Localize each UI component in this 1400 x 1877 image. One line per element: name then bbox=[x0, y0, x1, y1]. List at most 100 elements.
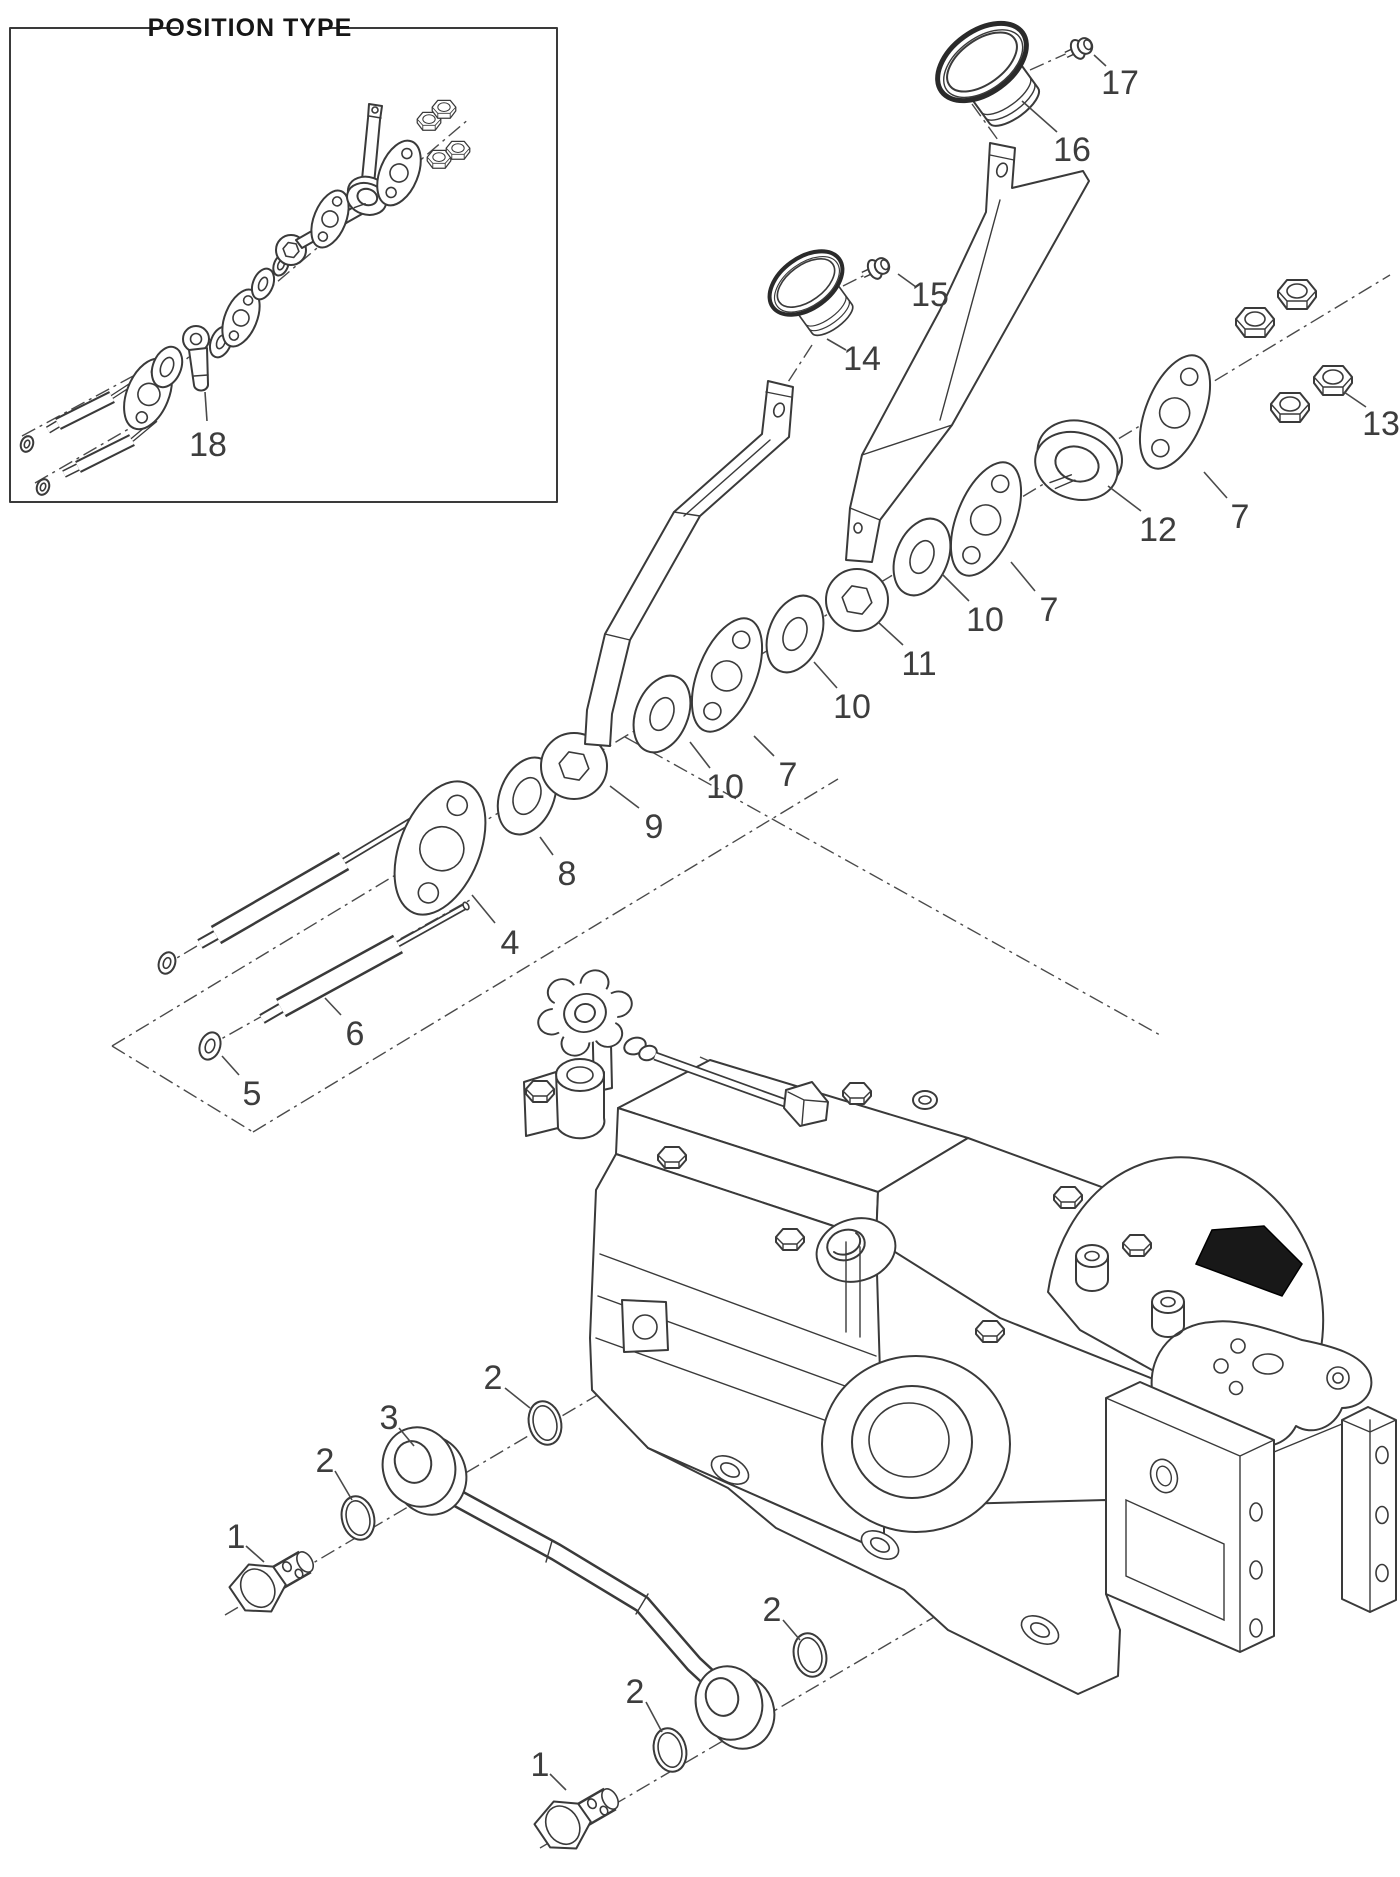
leader-line bbox=[813, 661, 838, 689]
callout-11: 11 bbox=[877, 621, 937, 683]
leader-line bbox=[324, 997, 342, 1016]
callout-2: 2 bbox=[626, 1673, 663, 1733]
oring bbox=[648, 1723, 692, 1777]
leader-line bbox=[1021, 100, 1058, 133]
inset-washer-8 bbox=[150, 345, 184, 389]
knob-14 bbox=[767, 249, 854, 337]
leader-line bbox=[753, 735, 775, 757]
leader-line bbox=[609, 785, 640, 809]
leader-line bbox=[221, 1055, 240, 1076]
inset-washer-10 bbox=[250, 267, 276, 301]
shaded-wedge bbox=[1194, 1225, 1303, 1297]
leader-line bbox=[782, 1619, 801, 1641]
part-number: 17 bbox=[1101, 64, 1139, 102]
leader-line bbox=[877, 621, 904, 646]
leader-line bbox=[826, 338, 847, 351]
leader-line bbox=[941, 573, 970, 602]
callout-7: 7 bbox=[753, 735, 797, 794]
spring-washer-12 bbox=[1034, 419, 1124, 501]
linkage-chain bbox=[157, 279, 1353, 1061]
callout-14: 14 bbox=[826, 338, 881, 378]
banjo-fitting-lower bbox=[694, 1665, 776, 1750]
part-number: 2 bbox=[316, 1442, 335, 1480]
plate-7 bbox=[1124, 344, 1226, 480]
plate-7 bbox=[935, 451, 1037, 587]
hex-nut-13 bbox=[1235, 307, 1275, 338]
screw-15 bbox=[861, 257, 891, 280]
leader-line bbox=[398, 1427, 415, 1447]
callout-2: 2 bbox=[316, 1442, 353, 1501]
plate-7 bbox=[676, 607, 778, 743]
washer-8 bbox=[496, 756, 558, 836]
inset-plate-7 bbox=[376, 139, 422, 207]
part-number: 2 bbox=[763, 1591, 782, 1629]
leader-line bbox=[1343, 391, 1367, 408]
flange-pads bbox=[710, 1455, 1060, 1645]
leader-line bbox=[645, 1701, 663, 1733]
shaft-6 bbox=[259, 901, 470, 1024]
callout-6: 6 bbox=[324, 997, 365, 1053]
part-number: 13 bbox=[1362, 405, 1400, 443]
part-number: 5 bbox=[243, 1075, 262, 1113]
callout-13: 13 bbox=[1343, 391, 1400, 443]
callout-5: 5 bbox=[221, 1055, 262, 1113]
washer-5 bbox=[198, 1031, 222, 1061]
part-number: 18 bbox=[189, 426, 227, 464]
leader-line bbox=[1107, 485, 1142, 512]
oring bbox=[523, 1396, 567, 1450]
part-number: 12 bbox=[1139, 511, 1177, 549]
inset-border bbox=[9, 27, 558, 503]
callout-7: 7 bbox=[1010, 561, 1059, 629]
callout-16: 16 bbox=[1021, 100, 1091, 169]
plate-4 bbox=[393, 780, 487, 916]
leader-line bbox=[689, 741, 711, 769]
banjo-assembly bbox=[228, 1396, 832, 1850]
callout-1: 1 bbox=[227, 1518, 265, 1563]
leader-line bbox=[204, 391, 208, 422]
washer-10 bbox=[621, 666, 703, 762]
part-number: 2 bbox=[626, 1673, 645, 1711]
part-number: 14 bbox=[843, 340, 881, 378]
callout-10: 10 bbox=[813, 661, 871, 726]
part-number: 2 bbox=[484, 1359, 503, 1397]
inset-title: POSITION TYPE bbox=[148, 14, 353, 42]
hex-nut-13 bbox=[1277, 279, 1317, 310]
part-number: 15 bbox=[911, 276, 949, 314]
part-number: 10 bbox=[966, 601, 1004, 639]
part-number: 16 bbox=[1053, 131, 1091, 169]
housing bbox=[523, 969, 1397, 1695]
hex-nut-13 bbox=[1270, 392, 1310, 423]
link-18 bbox=[182, 325, 210, 392]
part-number: 10 bbox=[706, 768, 744, 806]
position-type-inset: POSITION TYPE bbox=[9, 14, 558, 503]
part-number: 7 bbox=[1040, 591, 1059, 629]
leader-line bbox=[549, 1773, 567, 1791]
callout-2: 2 bbox=[763, 1591, 801, 1641]
callout-17: 17 bbox=[1093, 54, 1139, 102]
inset-plate-7 bbox=[310, 189, 350, 249]
leader-line bbox=[1093, 54, 1107, 67]
lever-9 bbox=[540, 380, 794, 800]
callout-9: 9 bbox=[609, 785, 664, 846]
callout-12: 12 bbox=[1107, 485, 1177, 549]
leader-line bbox=[504, 1387, 531, 1409]
banjo-fitting-upper bbox=[381, 1426, 468, 1516]
leader-line bbox=[471, 894, 496, 924]
part-number: 4 bbox=[501, 924, 520, 962]
part-number: 8 bbox=[558, 855, 577, 893]
knob-16 bbox=[935, 20, 1041, 127]
screw-17 bbox=[1064, 37, 1094, 60]
callout-10: 10 bbox=[941, 573, 1004, 639]
oring bbox=[788, 1628, 832, 1682]
part-number: 6 bbox=[346, 1015, 365, 1053]
banjo-bolt-upper bbox=[228, 1550, 315, 1613]
washer-10 bbox=[754, 586, 836, 682]
part-number: 9 bbox=[645, 808, 664, 846]
leader-line bbox=[245, 1545, 265, 1563]
washer-10 bbox=[881, 509, 963, 605]
callout-7: 7 bbox=[1203, 471, 1249, 536]
adjusting-knob bbox=[537, 969, 633, 1057]
oring bbox=[336, 1491, 380, 1545]
part-number: 10 bbox=[833, 688, 871, 726]
